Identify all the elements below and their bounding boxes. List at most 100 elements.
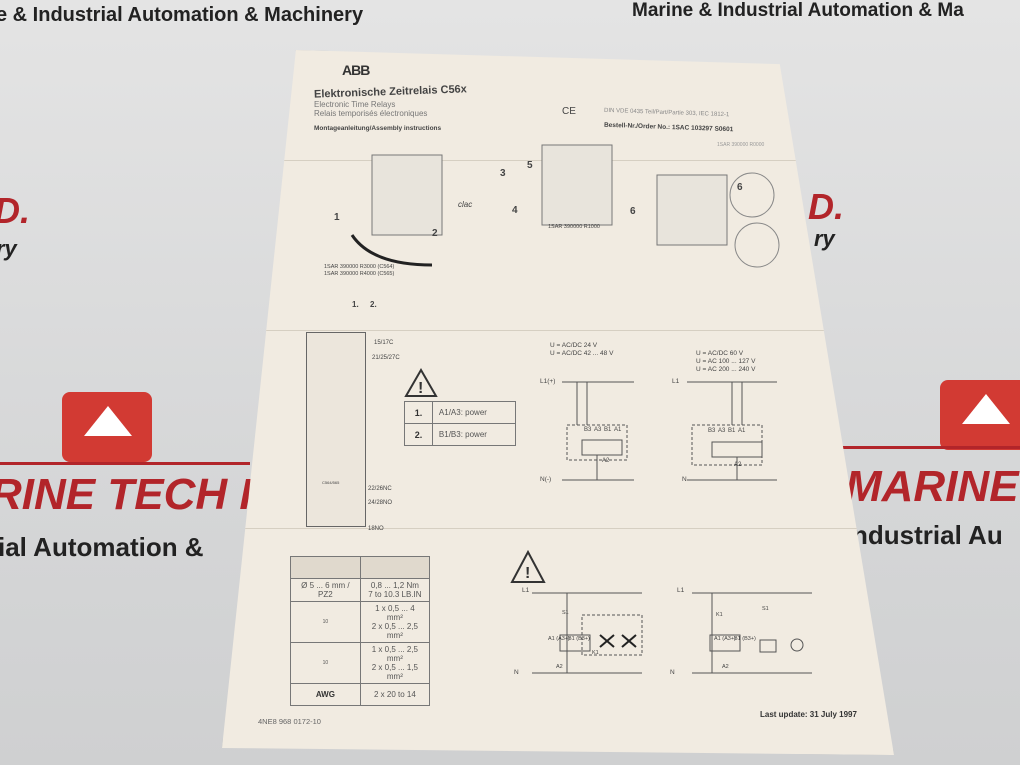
pin-label: A1 (A3+) bbox=[714, 636, 736, 642]
pin-label: A2 bbox=[734, 462, 742, 468]
pin-label: B1 (B3+) bbox=[734, 636, 756, 642]
banner-text: D. bbox=[0, 190, 30, 231]
brand-text: MARINE T bbox=[845, 462, 1020, 511]
table-row bbox=[290, 556, 431, 579]
pin-label: A2 bbox=[602, 458, 610, 464]
pin-label: A2 bbox=[556, 664, 563, 670]
brand-sub: ial Automation & bbox=[0, 532, 204, 562]
wiring-diagram-right bbox=[687, 381, 777, 481]
banner-text: ry bbox=[0, 236, 17, 261]
part-number: 1SAR 390000 R3000 (C564) bbox=[324, 264, 395, 270]
row-number: 1. bbox=[404, 401, 433, 424]
pin-label: A2 bbox=[722, 664, 729, 670]
part-number: 1SAR 390000 R0000 bbox=[717, 142, 765, 148]
banner-text: ry bbox=[814, 226, 835, 251]
step-label: 3 bbox=[500, 168, 506, 179]
subtitle-fr: Relais temporisés électroniques bbox=[314, 109, 428, 118]
divider bbox=[840, 446, 1020, 449]
banner-text: e & Industrial Automation & Machinery bbox=[0, 4, 364, 26]
table-row: 1.A1/A3: power bbox=[404, 401, 517, 424]
abb-logo: ABB bbox=[342, 62, 370, 78]
svg-text:!: ! bbox=[418, 380, 423, 397]
terminal-label: 22/26NC bbox=[368, 486, 392, 492]
terminal-label: 18NO bbox=[368, 526, 384, 532]
spec-value: 7 to 10.3 LB.IN bbox=[368, 590, 422, 599]
spec-label: Ø 5 ... 6 mm / PZ2 bbox=[290, 578, 361, 602]
order-number: Bestell-Nr./Order No.: 1SAC 103297 S0601 bbox=[603, 121, 734, 134]
pin-label: A3 bbox=[718, 428, 726, 434]
warning-icon: ! bbox=[404, 368, 438, 397]
subtitle-en: Electronic Time Relays bbox=[314, 100, 396, 109]
step-label: 5 bbox=[527, 160, 533, 171]
pin-label: A3 bbox=[594, 427, 602, 433]
strip-length: 10 bbox=[290, 642, 361, 684]
line-label: L1 bbox=[677, 587, 685, 594]
voltage-label: U = AC/DC 60 V bbox=[696, 350, 744, 357]
terminal-label: 15/17C bbox=[374, 340, 394, 346]
spec-value: 2 x 0,5 ... 1,5 mm² bbox=[371, 663, 418, 681]
pin-label: B3 bbox=[584, 427, 592, 433]
line-label: L1 bbox=[672, 378, 680, 385]
step-label: 4 bbox=[512, 205, 518, 216]
document-title: Elektronische Zeitrelais C56x bbox=[313, 83, 468, 101]
spec-value: 2 x 0,5 ... 2,5 mm² bbox=[371, 622, 418, 640]
row-text: A1/A3: power bbox=[431, 401, 517, 424]
instruction-sheet: ABB Elektronische Zeitrelais C56x Electr… bbox=[222, 50, 894, 755]
circuit-diagram-left bbox=[532, 592, 643, 674]
neutral-label: N(-) bbox=[540, 476, 552, 483]
terminal-label: 1. bbox=[352, 300, 359, 309]
part-number: 1SAR 390000 R1000 bbox=[548, 224, 600, 230]
step-label: 1 bbox=[334, 212, 340, 223]
row-number: 2. bbox=[404, 423, 433, 446]
switch-label: S1 bbox=[562, 610, 569, 616]
voltage-label: U = AC/DC 42 ... 48 V bbox=[550, 350, 614, 357]
step-label: 6 bbox=[737, 182, 743, 193]
document-number: 4NE8 968 0172-10 bbox=[258, 717, 321, 726]
assembly-illustration bbox=[350, 144, 780, 268]
neutral-label: N bbox=[670, 669, 675, 676]
terminal-label: 2. bbox=[370, 300, 377, 309]
switch-label: S1 bbox=[762, 606, 769, 612]
spec-label: AWG bbox=[290, 683, 361, 706]
relay-label: K1 bbox=[716, 612, 723, 618]
pin-label: B3 bbox=[708, 428, 716, 434]
part-number: 1SAR 390000 R4000 (C565) bbox=[324, 271, 395, 277]
spec-value: 1 x 0,5 ... 2,5 mm² bbox=[371, 645, 418, 663]
pin-label: A1 bbox=[614, 427, 622, 433]
brand-logo bbox=[62, 392, 152, 462]
spec-value: 0,8 ... 1,2 Nm bbox=[370, 581, 419, 590]
voltage-label: U = AC 200 ... 240 V bbox=[696, 366, 756, 373]
clac-label: clac bbox=[458, 200, 473, 209]
pin-label: A1 (A3+) bbox=[548, 636, 570, 642]
pin-label: A1 bbox=[738, 428, 746, 434]
ce-mark: CE bbox=[562, 106, 576, 117]
line-label: L1(+) bbox=[540, 378, 556, 385]
pin-label: B1 bbox=[604, 427, 612, 433]
voltage-label: U = AC 100 ... 127 V bbox=[696, 358, 756, 365]
spec-value: 1 x 0,5 ... 4 mm² bbox=[375, 604, 415, 622]
terminal-label: 24/28NO bbox=[368, 500, 393, 506]
pin-label: B1 (B3+) bbox=[568, 636, 590, 642]
row-text: B1/B3: power bbox=[431, 423, 517, 446]
banner-text: D. bbox=[808, 186, 844, 227]
terminal-label: 21/25/27C bbox=[372, 355, 400, 361]
step-label: 6 bbox=[630, 206, 636, 217]
relay-front-diagram bbox=[306, 332, 366, 527]
brand-logo bbox=[940, 380, 1020, 450]
standard: DIN VDE 0435 Teil/Part/Partie 303, IEC 1… bbox=[603, 107, 730, 119]
voltage-label: U = AC/DC 24 V bbox=[550, 342, 598, 349]
wiring-diagram-left bbox=[562, 381, 634, 481]
banner-text: Marine & Industrial Automation & Ma bbox=[632, 0, 964, 21]
step-label: 2 bbox=[432, 228, 438, 239]
last-update: Last update: 31 July 1997 bbox=[760, 710, 857, 719]
neutral-label: N bbox=[682, 476, 687, 483]
assembly-instructions: Montageanleitung/Assembly instructions bbox=[314, 125, 442, 132]
divider bbox=[0, 462, 250, 465]
neutral-label: N bbox=[514, 669, 519, 676]
svg-text:!: ! bbox=[525, 565, 530, 582]
module-label: C564/565 bbox=[322, 480, 340, 485]
